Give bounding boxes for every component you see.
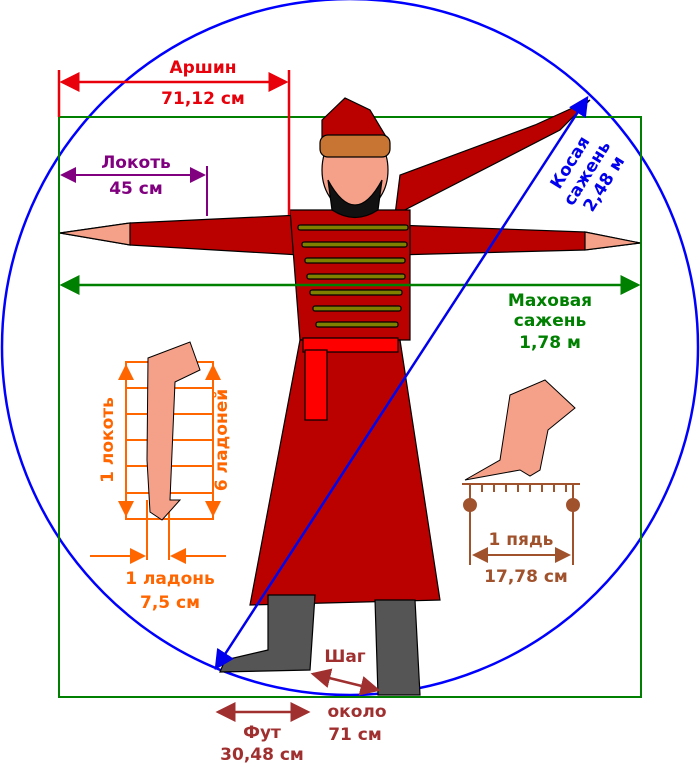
pyad-value: 17,78 см [484,567,568,587]
palm-title: 1 ладонь [125,569,215,589]
arshin-title: Аршин [169,58,236,78]
kosaya-label: Косая сажень 2,48 м [547,133,630,216]
lokot-value: 45 см [109,179,163,199]
pyad-title: 1 пядь [489,530,554,550]
step-arrow [310,668,381,696]
arm-illustration [146,341,201,521]
lokot-title: Локоть [101,153,171,173]
foot-title: Фут [243,723,281,743]
kosaya-arrow [214,95,589,671]
step-line3: 71 см [328,725,382,745]
arshin-value: 71,12 см [161,89,245,109]
makhovaya-line1: Маховая [508,291,592,311]
step-title: Шаг [324,647,365,667]
makhovaya-line2: сажень [514,311,587,331]
forearm-right-label: 6 ладоней [212,389,232,491]
pyad-ruler [462,483,580,565]
foot-value: 30,48 см [220,745,304,765]
step-line2: около [327,702,386,722]
lokot-measure [60,166,208,216]
hand-illustration [464,379,576,481]
palm-value: 7,5 см [140,593,200,613]
forearm-left-label: 1 локоть [98,397,118,483]
makhovaya-line3: 1,78 м [519,333,581,353]
